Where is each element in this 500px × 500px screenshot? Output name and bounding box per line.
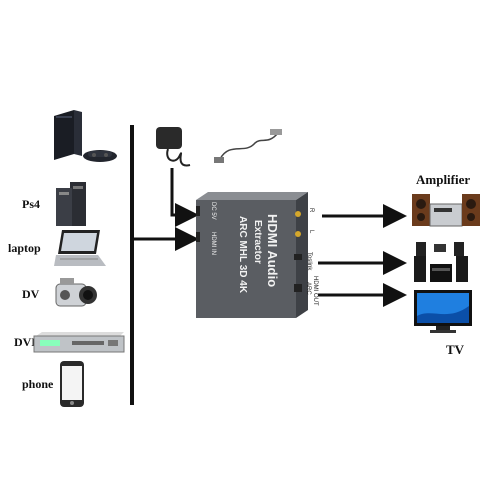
laptop-icon: [52, 228, 107, 270]
device-title-line1: HDMI Audio: [265, 214, 280, 288]
amplifier-icon: [410, 190, 482, 228]
hdmi-audio-extractor-device: [196, 192, 326, 322]
camcorder-icon: [50, 276, 100, 312]
desktop-pc-icon: [52, 180, 102, 228]
device-title-line3: ARC MHL 3D 4K: [237, 216, 248, 294]
port-label-dc: DC 5V: [210, 202, 216, 220]
source-label-ps4: Ps4: [22, 197, 40, 211]
device-title-line2: Extractor: [252, 220, 263, 264]
port-label-arc: ARC: [305, 282, 311, 295]
port-label-r: R: [308, 208, 314, 213]
port-label-hdmi-out: HDMI OUT: [312, 276, 318, 306]
source-label-dv: DV: [22, 287, 40, 301]
power-arrow: [170, 168, 199, 227]
source-label-laptop: laptop: [8, 241, 41, 255]
tv-label: TV: [446, 342, 465, 357]
home-theater-speakers-icon: [410, 240, 472, 286]
port-label-hdmi-in: HDMI IN: [210, 232, 216, 255]
power-adapter-icon: [150, 125, 285, 175]
source-label-phone: phone: [22, 377, 54, 391]
dvd-player-icon: [32, 330, 126, 356]
port-label-l: L: [308, 230, 314, 234]
smartphone-icon: [58, 360, 86, 408]
ps4-console-icon: [50, 110, 125, 168]
port-label-toslink: Toslink: [306, 252, 312, 271]
amplifier-label: Amplifier: [416, 172, 471, 187]
tv-icon: [412, 288, 474, 336]
